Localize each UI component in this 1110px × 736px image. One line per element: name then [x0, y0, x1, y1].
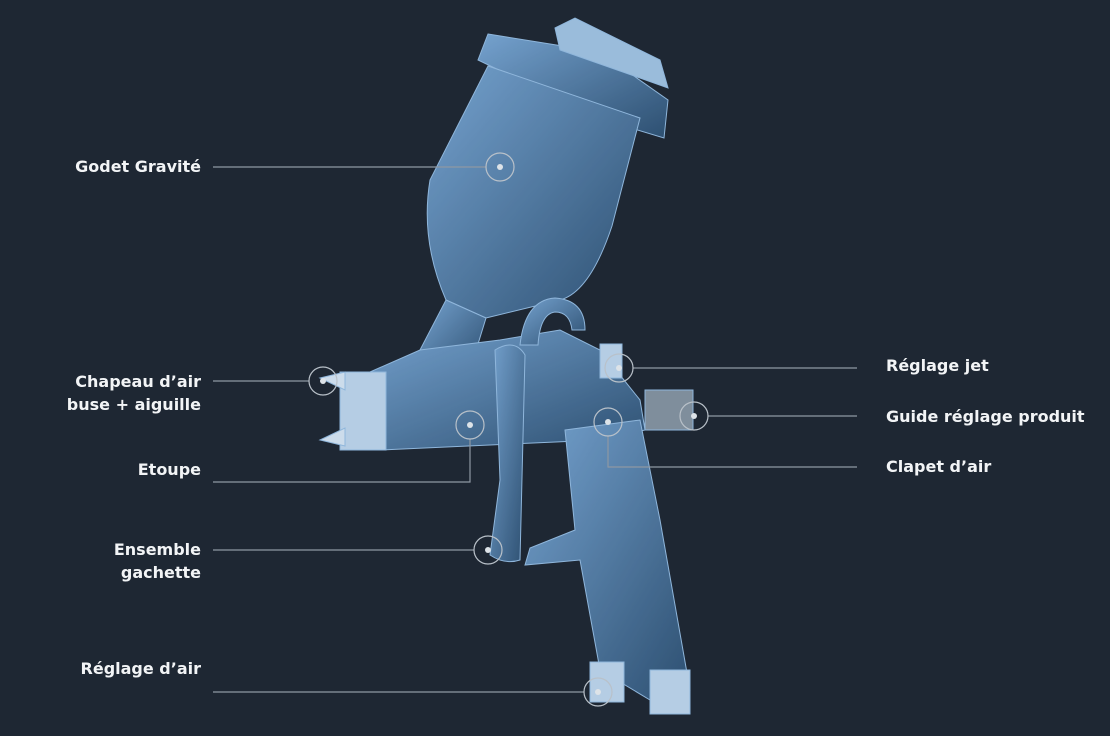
line-clapet — [607, 436, 857, 468]
label-ensemble[interactable]: Ensemble gachette — [114, 538, 201, 584]
label-godet[interactable]: Godet Gravité — [75, 157, 201, 176]
hotspot-godet[interactable] — [485, 152, 515, 182]
air-inlet — [649, 669, 691, 715]
label-ensemble-line1: Ensemble — [113, 540, 201, 559]
air-cap-horn-low — [318, 427, 346, 447]
fan-knob — [599, 343, 623, 379]
hotspot-reglage-jet[interactable] — [604, 353, 634, 383]
spray-gun-illustration — [318, 17, 694, 715]
hotspot-guide[interactable] — [679, 401, 709, 431]
hotspot-reglage-air[interactable] — [583, 677, 613, 707]
label-chapeau-line1: Chapeau d’air — [75, 372, 201, 391]
hotspot-etoupe[interactable] — [455, 410, 485, 440]
label-reglage-air[interactable]: Réglage d’air — [80, 659, 201, 678]
cup-lid-lever — [554, 17, 669, 89]
gun-hook — [519, 297, 586, 346]
line-etoupe — [213, 439, 471, 483]
label-chapeau-line2: buse + aiguille — [66, 395, 201, 414]
hotspot-ensemble[interactable] — [473, 535, 503, 565]
hotspot-clapet[interactable] — [593, 407, 623, 437]
label-chapeau[interactable]: Chapeau d’air buse + aiguille — [67, 370, 201, 416]
fluid-knob — [644, 389, 694, 431]
hotspots — [308, 152, 709, 707]
label-etoupe[interactable]: Etoupe — [137, 460, 201, 479]
label-reglage-jet[interactable]: Réglage jet — [886, 356, 989, 375]
trigger — [489, 344, 526, 563]
hotspot-chapeau[interactable] — [308, 366, 338, 396]
label-ensemble-line2: gachette — [120, 563, 201, 582]
label-guide[interactable]: Guide réglage produit — [886, 407, 1085, 426]
label-clapet[interactable]: Clapet d’air — [886, 457, 992, 476]
air-cap-horn — [318, 371, 346, 391]
callout-lines — [213, 166, 857, 693]
air-cap — [339, 371, 387, 451]
